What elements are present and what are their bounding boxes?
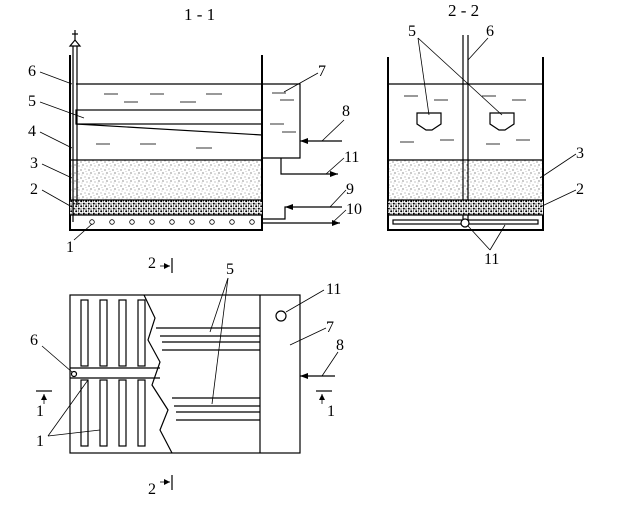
plan-view: 2 2 1 1 11 5 7 8 6 1 bbox=[30, 255, 344, 498]
label-1: 1 bbox=[66, 239, 74, 256]
plan-label-11: 11 bbox=[326, 281, 341, 298]
cut-label-2-bottom: 2 bbox=[148, 481, 156, 498]
pipe-9 bbox=[262, 207, 342, 219]
label-5-22: 5 bbox=[408, 23, 416, 40]
section-2-2-title: 2 - 2 bbox=[448, 1, 479, 20]
label-11: 11 bbox=[344, 149, 359, 166]
label-6-22: 6 bbox=[486, 23, 494, 40]
break-line bbox=[144, 295, 172, 453]
cut-mark-2-top: 2 bbox=[148, 255, 172, 273]
trough-bottom-slope bbox=[76, 124, 262, 135]
troughs-plan bbox=[156, 328, 260, 420]
cut-label-1-left: 1 bbox=[36, 403, 44, 420]
laterals-plan bbox=[70, 300, 160, 446]
water-dashes bbox=[96, 93, 296, 148]
label-7: 7 bbox=[318, 63, 326, 80]
label-4: 4 bbox=[28, 123, 36, 140]
cut-mark-1-left: 1 bbox=[36, 391, 52, 420]
side-channel bbox=[262, 84, 300, 158]
section-1-1-title: 1 - 1 bbox=[184, 5, 215, 24]
support-gravel-layer bbox=[70, 200, 262, 215]
label-11-22: 11 bbox=[484, 251, 499, 268]
label-5: 5 bbox=[28, 93, 36, 110]
support-gravel-layer-2 bbox=[388, 200, 543, 215]
cut-mark-2-bottom: 2 bbox=[148, 475, 172, 498]
label-6: 6 bbox=[28, 63, 36, 80]
outlet-11-plan bbox=[276, 311, 286, 321]
label-3-22: 3 bbox=[576, 145, 584, 162]
label-2: 2 bbox=[30, 181, 38, 198]
cut-label-1-right: 1 bbox=[327, 403, 335, 420]
air-pipe-plan bbox=[72, 372, 77, 377]
filter-sand-layer-2 bbox=[388, 160, 543, 200]
label-2-22: 2 bbox=[576, 181, 584, 198]
drainage-pipe bbox=[90, 220, 255, 225]
label-9: 9 bbox=[346, 181, 354, 198]
label-10: 10 bbox=[346, 201, 362, 218]
label-3: 3 bbox=[30, 155, 38, 172]
plan-outline bbox=[70, 295, 300, 453]
wash-trough bbox=[76, 110, 262, 124]
pipe-11 bbox=[281, 158, 338, 174]
section-1-1-view: 1 - 1 bbox=[28, 5, 362, 256]
plan-label-7: 7 bbox=[326, 319, 334, 336]
trough-left bbox=[417, 113, 441, 130]
plan-label-8: 8 bbox=[336, 337, 344, 354]
filter-sand-layer bbox=[70, 160, 262, 200]
section-2-2-view: 2 - 2 5 6 3 2 11 bbox=[388, 1, 584, 268]
cut-label-2-top: 2 bbox=[148, 255, 156, 272]
main-collector bbox=[461, 219, 469, 227]
cut-mark-1-right: 1 bbox=[316, 391, 335, 420]
plan-label-1: 1 bbox=[36, 433, 44, 450]
plan-label-5: 5 bbox=[226, 261, 234, 278]
trough-right bbox=[490, 113, 514, 130]
plan-label-6: 6 bbox=[30, 332, 38, 349]
label-8: 8 bbox=[342, 103, 350, 120]
